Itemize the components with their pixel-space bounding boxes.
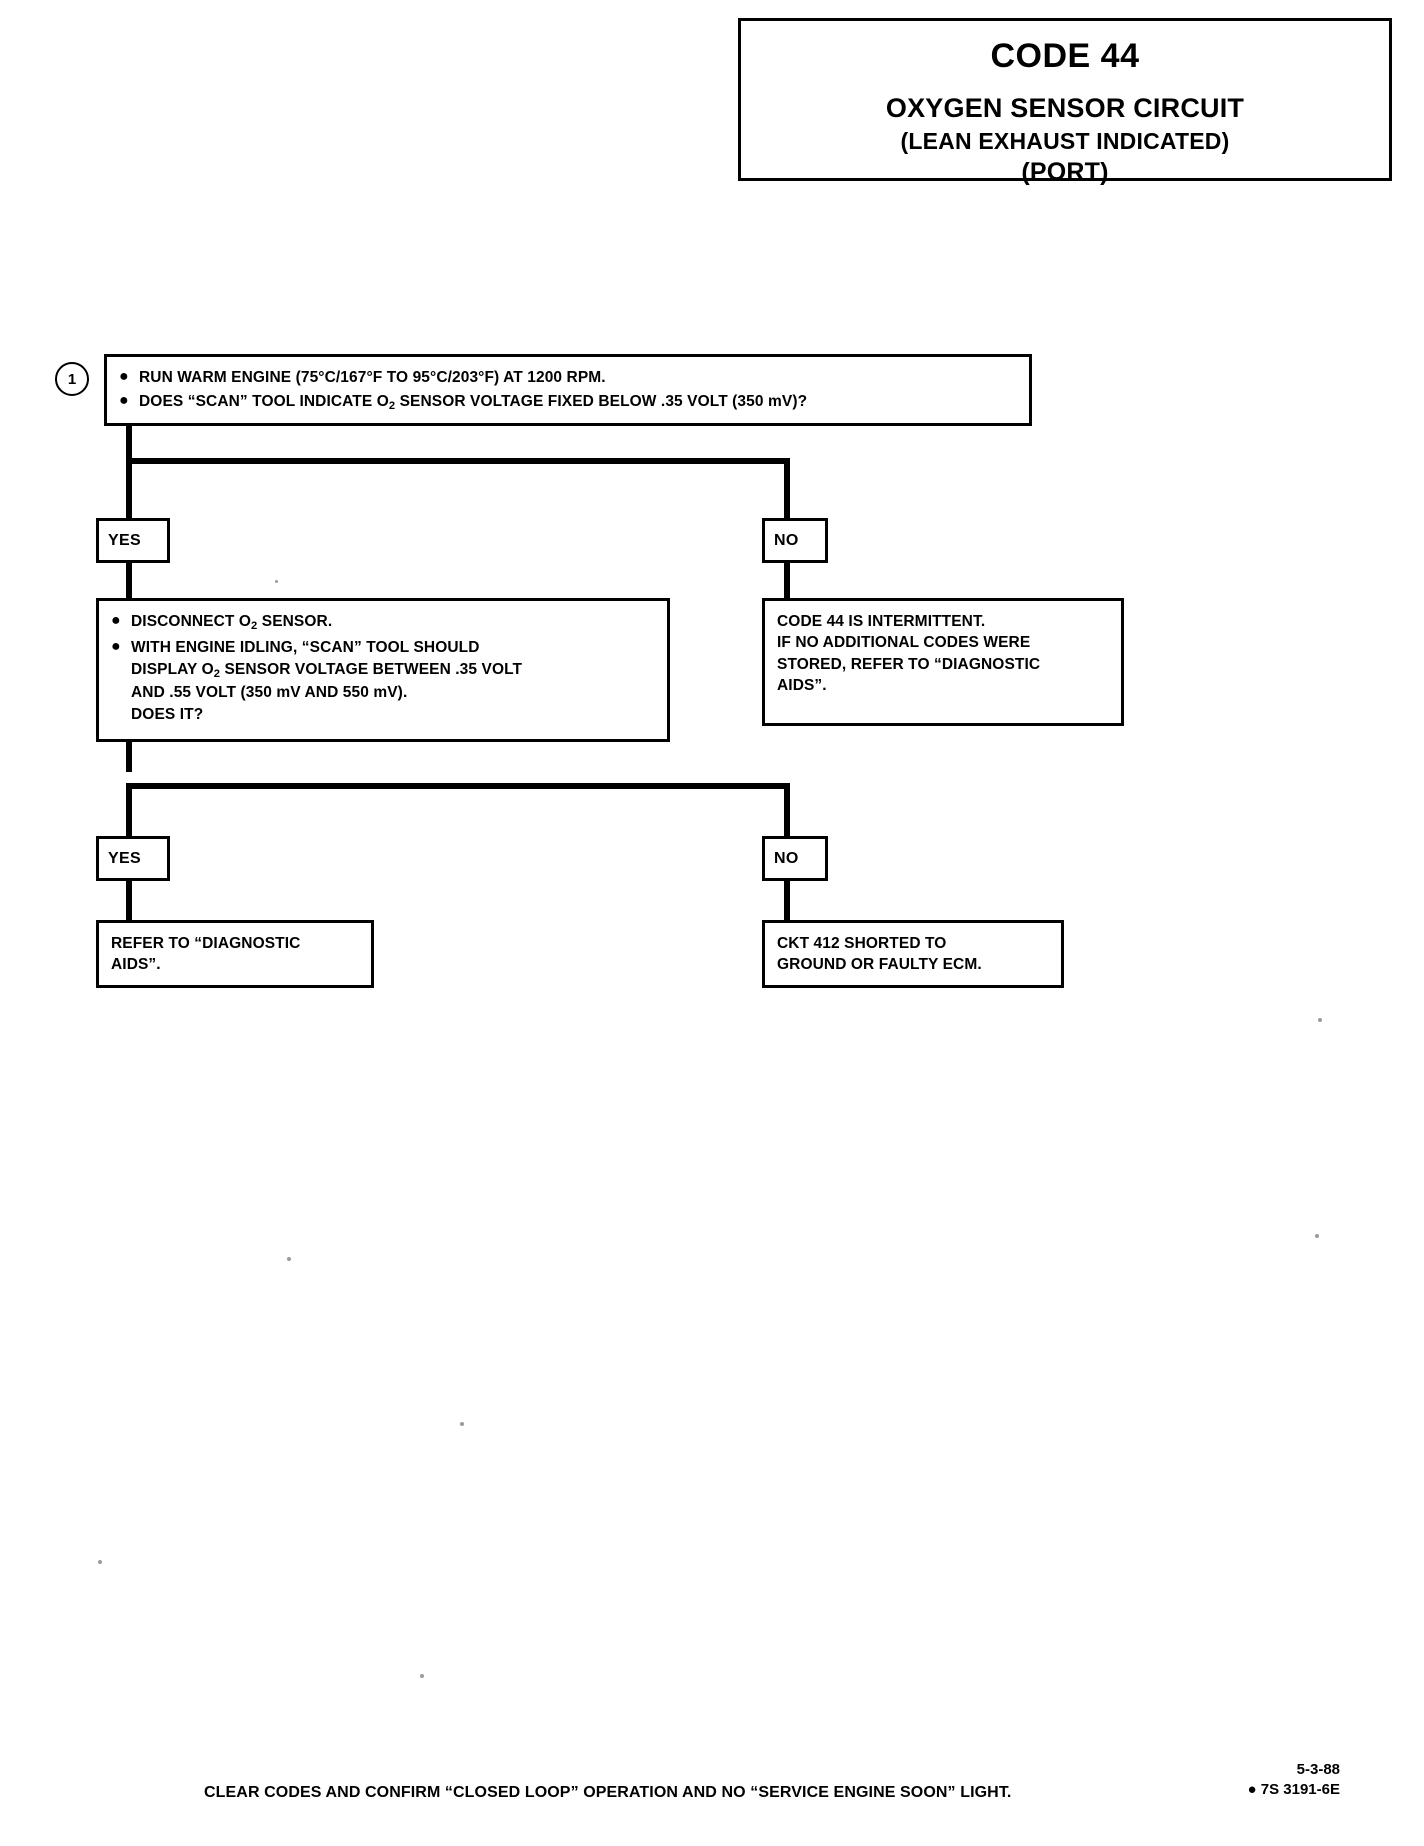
ckt-412-line-2: GROUND OR FAULTY ECM. (777, 956, 982, 974)
connector-step2-no-down (784, 783, 790, 838)
scan-speck (98, 1560, 102, 1564)
step-2-bullet-2: ● WITH ENGINE IDLING, “SCAN” TOOL SHOULD… (111, 637, 655, 725)
scan-speck (1315, 1234, 1319, 1238)
connector-yes1-down (126, 562, 132, 600)
step-1-box: ● RUN WARM ENGINE (75°C/167°F TO 95°C/20… (104, 354, 1032, 426)
intermittent-line-4: AIDS”. (777, 677, 827, 695)
step-2-line-4: DOES IT? (131, 705, 204, 723)
step-1-bullet-2-sub: 2 (388, 400, 396, 413)
answer-no-1: NO (762, 518, 828, 563)
step-number-circle-1: 1 (55, 362, 89, 396)
diagnostic-aids-line-1: REFER TO “DIAGNOSTIC (111, 935, 301, 952)
step-number-1: 1 (67, 370, 77, 388)
header-title-box: CODE 44 OXYGEN SENSOR CIRCUIT (LEAN EXHA… (738, 18, 1392, 186)
step-2-box: ● DISCONNECT O2 SENSOR. ● WITH ENGINE ID… (96, 598, 670, 742)
ckt-412-shorted-box: CKT 412 SHORTED TO GROUND OR FAULTY ECM. (762, 920, 1064, 988)
header-condition: (LEAN EXHAUST INDICATED) (900, 128, 1230, 154)
connector-step1-horizontal (126, 458, 790, 464)
footer-meta: 5-3-88 ● 7S 3191-6E (1150, 1760, 1340, 1799)
connector-step2-horizontal (126, 783, 790, 789)
step-2-line-2-a: DISPLAY O (131, 660, 214, 678)
footer-docid: ● 7S 3191-6E (1247, 1780, 1340, 1798)
bullet-dot-icon: ● (111, 612, 121, 629)
step-2-line-2-b: SENSOR VOLTAGE BETWEEN .35 VOLT (220, 660, 523, 678)
connector-step1-no-down (784, 458, 790, 520)
scan-speck (287, 1257, 291, 1261)
intermittent-line-1: CODE 44 IS INTERMITTENT. (777, 613, 986, 630)
step-2-line-1: WITH ENGINE IDLING, “SCAN” TOOL SHOULD (131, 639, 480, 657)
scan-speck (1318, 1018, 1322, 1022)
step-1-bullet-2: ● DOES “SCAN” TOOL INDICATE O2 SENSOR VO… (119, 391, 1017, 414)
answer-no-2: NO (762, 836, 828, 881)
step-2-bullet-1-sub: 2 (251, 620, 258, 633)
step-2-line-3: AND .55 VOLT (350 mV AND 550 mV). (131, 684, 408, 702)
scan-speck (275, 580, 278, 583)
step-2-line-2-sub: 2 (213, 667, 221, 680)
header-port: (PORT) (1021, 158, 1109, 186)
diagnostic-aids-box: REFER TO “DIAGNOSTIC AIDS”. (96, 920, 374, 988)
scan-speck (420, 1674, 424, 1678)
footer-note: CLEAR CODES AND CONFIRM “CLOSED LOOP” OP… (204, 1784, 1012, 1801)
scan-speck (460, 1422, 464, 1426)
header-circuit-name: OXYGEN SENSOR CIRCUIT (885, 93, 1245, 123)
step-1-bullet-2-b: SENSOR VOLTAGE FIXED BELOW .35 VOLT (350… (395, 393, 808, 411)
connector-step1-down (126, 426, 132, 461)
diagnostic-aids-line-2: AIDS”. (111, 956, 161, 974)
answer-yes-2: YES (96, 836, 170, 881)
connector-step1-yes-down (126, 458, 132, 520)
step-1-bullet-2-a: DOES “SCAN” TOOL INDICATE O (139, 393, 389, 411)
bullet-dot-icon: ● (111, 638, 121, 656)
intermittent-line-3: STORED, REFER TO “DIAGNOSTIC (777, 655, 1041, 673)
code-44-intermittent-box: CODE 44 IS INTERMITTENT. IF NO ADDITIONA… (762, 598, 1124, 726)
connector-no2-down (784, 880, 790, 922)
header-code: CODE 44 (990, 37, 1140, 75)
step-2-bullet-1: ● DISCONNECT O2 SENSOR. (111, 611, 655, 634)
answer-yes-1: YES (96, 518, 170, 563)
footer-date: 5-3-88 (1296, 1761, 1340, 1778)
ckt-412-line-1: CKT 412 SHORTED TO (777, 935, 947, 952)
connector-step2-down (126, 740, 132, 772)
intermittent-line-2: IF NO ADDITIONAL CODES WERE (777, 634, 1031, 652)
bullet-dot-icon: ● (119, 392, 129, 410)
step-1-bullet-1: ● RUN WARM ENGINE (75°C/167°F TO 95°C/20… (119, 368, 606, 386)
connector-step2-yes-down (126, 783, 132, 838)
connector-yes2-down (126, 880, 132, 922)
step-2-bullet-1-b: SENSOR. (257, 613, 333, 630)
bullet-dot-icon: ● (119, 368, 129, 385)
step-2-bullet-1-a: DISCONNECT O (131, 613, 252, 630)
connector-no1-down (784, 562, 790, 600)
